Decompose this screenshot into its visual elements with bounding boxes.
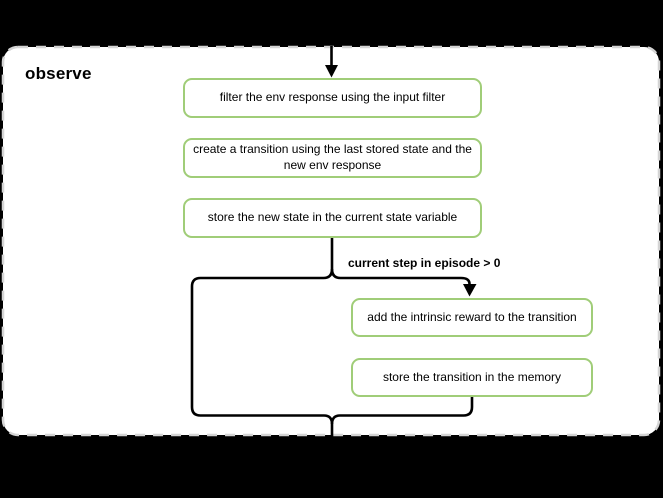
panel-title: observe	[25, 64, 92, 83]
step-add-intrinsic-reward: add the intrinsic reward to the transiti…	[351, 298, 593, 337]
step-store-new-state: store the new state in the current state…	[183, 198, 482, 238]
entry-arrowhead-icon	[325, 65, 338, 78]
step-store-transition-memory: store the transition in the memory	[351, 358, 593, 397]
bypass-connector	[190, 238, 334, 439]
condition-branch-arrowhead-icon	[463, 284, 477, 297]
merge-connector	[330, 397, 474, 425]
step-filter-env-response: filter the env response using the input …	[183, 78, 482, 118]
step-create-transition: create a transition using the last store…	[183, 138, 482, 178]
condition-branch-connector	[330, 268, 471, 285]
branch-condition-label: current step in episode > 0	[348, 256, 501, 270]
